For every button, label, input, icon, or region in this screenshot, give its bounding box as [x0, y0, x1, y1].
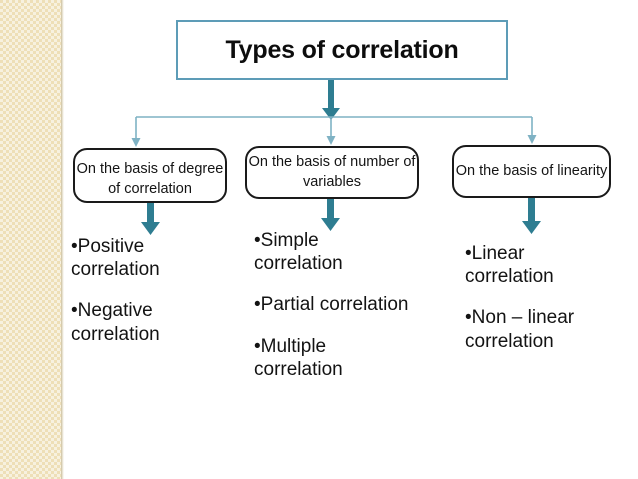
flow-arrow-degree-icon — [141, 203, 160, 235]
branch-arrow-linearity-icon — [527, 117, 537, 144]
branch-arrow-degree-icon — [131, 117, 141, 147]
decorative-left-band — [0, 0, 61, 479]
category-label: On the basis of linearity — [455, 162, 608, 179]
list-item: •Linear correlation — [465, 243, 554, 288]
list-item: •Multiple correlation — [254, 335, 343, 380]
category-label: On the basis of number of variables — [248, 154, 416, 190]
trunk-arrow-icon — [322, 80, 340, 120]
category-box-number-of-variables: On the basis of number of variables — [245, 146, 419, 199]
list-item: •Positive correlation — [71, 236, 160, 281]
page-title: Types of correlation — [225, 35, 459, 64]
flow-arrow-linearity-icon — [522, 198, 541, 234]
list-item: •Partial correlation — [254, 294, 409, 316]
branch-arrow-variables-icon — [326, 117, 336, 145]
bullet-column-number-of-variables: •Simple correlation •Partial correlation… — [254, 229, 434, 381]
category-label: On the basis of degree of correlation — [76, 161, 224, 197]
list-item: •Negative correlation — [71, 300, 160, 345]
category-box-degree: On the basis of degree of correlation — [73, 148, 227, 203]
category-box-linearity: On the basis of linearity — [452, 145, 611, 198]
bullet-column-degree: •Positive correlation •Negative correlat… — [71, 235, 221, 346]
flow-arrow-variables-icon — [321, 199, 340, 231]
title-box: Types of correlation — [176, 20, 508, 80]
list-item: •Non – linear correlation — [465, 307, 575, 352]
bullet-column-linearity: •Linear correlation •Non – linear correl… — [465, 242, 630, 353]
list-item: •Simple correlation — [254, 230, 343, 275]
decorative-band-divider — [61, 0, 64, 479]
